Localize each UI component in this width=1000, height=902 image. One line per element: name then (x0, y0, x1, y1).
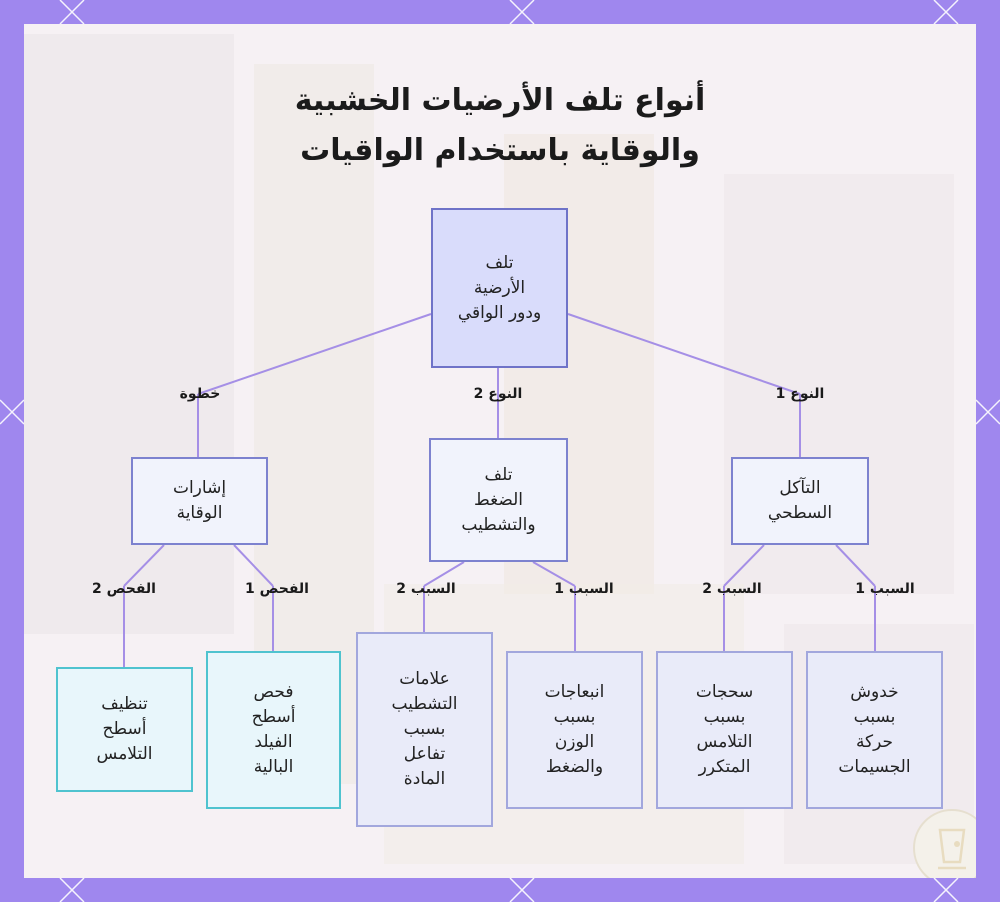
root-line-2: الأرضية (473, 277, 526, 298)
clean-line-3: التلامس (96, 744, 153, 764)
root-line-3: ودور الواقي (457, 302, 542, 323)
edge-surface-cause2 (723, 544, 765, 587)
edge-label-type1: النوع 1 (775, 386, 825, 402)
edge-label-cause2-surface: السبب 2 (702, 581, 762, 597)
page-title: أنواع تلف الأرضيات الخشبية والوقاية باست… (24, 76, 976, 176)
edge-signs-check2 (123, 544, 165, 587)
signs-line-1: إشارات (172, 478, 227, 498)
pressure-line-1: تلف (484, 464, 513, 485)
clean-line-1: تنظيف (101, 694, 148, 714)
title-line-2: والوقاية باستخدام الواقيات (300, 133, 700, 168)
edge-root-type1 (567, 313, 801, 395)
inspect-line-4: البالية (253, 757, 294, 777)
abrasions-line-3: التلامس (696, 732, 753, 752)
root-line-1: تلف (485, 252, 514, 273)
dents-line-2: بسبب (553, 707, 596, 727)
node-floor-damage-root: تلف الأرضية ودور الواقي (431, 208, 568, 368)
dents-line-4: والضغط (545, 757, 604, 777)
tree-connectors (123, 313, 876, 667)
marks-line-4: تفاعل (403, 744, 446, 764)
node-particle-scratches: خدوش بسبب حركة الجسيمات (806, 651, 943, 809)
node-inspect-worn: فحص أسطح الفيلد البالية (206, 651, 341, 809)
cup-logo-icon (913, 809, 976, 878)
edge-label-cause2-pressure: السبب 2 (396, 581, 456, 597)
inspect-line-2: أسطح (251, 707, 296, 727)
abrasions-line-1: سحجات (695, 682, 754, 702)
clean-line-2: أسطح (102, 719, 147, 739)
inspect-line-1: فحص (253, 682, 294, 702)
edge-root-step (197, 313, 432, 395)
title-line-1: أنواع تلف الأرضيات الخشبية (294, 83, 706, 118)
edge-label-type2: النوع 2 (473, 386, 523, 402)
marks-line-5: المادة (403, 769, 446, 789)
marks-line-3: بسبب (403, 719, 446, 739)
abrasions-line-2: بسبب (703, 707, 746, 727)
edge-pressure-cause1 (532, 561, 576, 587)
surface-wear-line-2: السطحي (767, 503, 833, 523)
marks-line-2: التشطيب (391, 694, 458, 714)
dents-line-1: انبعاجات (544, 682, 605, 702)
abrasions-line-4: المتكرر (698, 757, 751, 777)
node-protection-signs: إشارات الوقاية (131, 457, 268, 545)
node-weight-dents: انبعاجات بسبب الوزن والضغط (506, 651, 643, 809)
edge-label-step: خطوة (179, 386, 221, 402)
scratches-line-3: حركة (855, 732, 894, 752)
marks-line-1: علامات (399, 669, 450, 689)
surface-wear-line-1: التآكل (779, 478, 821, 498)
edge-pressure-cause2 (423, 561, 465, 587)
node-clean-contact: تنظيف أسطح التلامس (56, 667, 193, 792)
pressure-line-3: والتشطيب (461, 514, 536, 535)
scratches-line-2: بسبب (853, 707, 896, 727)
scratches-line-1: خدوش (850, 682, 899, 702)
dents-line-3: الوزن (554, 732, 595, 752)
edge-label-check1: الفحص 1 (245, 581, 309, 597)
inspect-line-3: الفيلد (254, 732, 293, 752)
node-finish-marks: علامات التشطيب بسبب تفاعل المادة (356, 632, 493, 827)
edge-label-cause1-pressure: السبب 1 (554, 581, 614, 597)
node-surface-wear: التآكل السطحي (731, 457, 869, 545)
node-contact-abrasions: سحجات بسبب التلامس المتكرر (656, 651, 793, 809)
scratches-line-4: الجسيمات (838, 757, 911, 777)
edge-label-cause1-surface: السبب 1 (855, 581, 915, 597)
content-panel: أنواع تلف الأرضيات الخشبية والوقاية باست… (24, 24, 976, 878)
signs-line-2: الوقاية (176, 503, 223, 523)
node-pressure-damage: تلف الضغط والتشطيب (429, 438, 568, 562)
edge-surface-cause1 (835, 544, 876, 587)
pressure-line-2: الضغط (474, 489, 523, 510)
edge-signs-check1 (233, 544, 274, 587)
edge-label-check2: الفحص 2 (92, 581, 156, 597)
